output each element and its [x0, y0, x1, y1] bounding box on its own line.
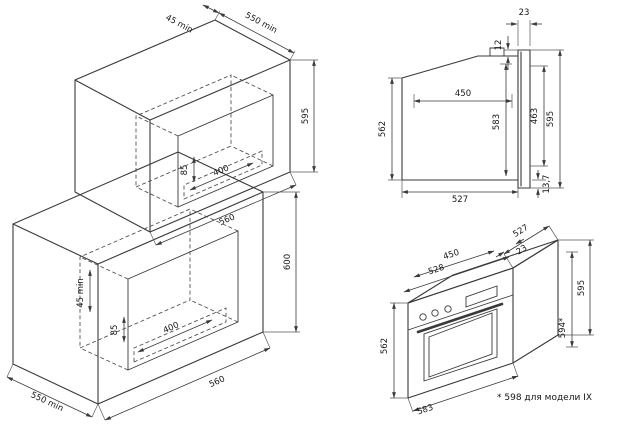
dim-upper-depth-line [218, 12, 295, 54]
upper-niche-height-label: 595 [301, 108, 311, 124]
lower-clearance-label: 45 min [76, 278, 86, 308]
oven-side-section: 23 12 450 583 562 463 595 527 13,7 [378, 8, 564, 205]
cabinet-extension-lines [6, 10, 318, 421]
oven-width-bottom-label: 583 [416, 403, 435, 418]
dim-upper-clearance-line [202, 4, 220, 14]
dim-lower-depth-line [6, 376, 93, 418]
cabinet-cutout-isometric: 45 min 550 min 595 400 85 560 600 45 min… [6, 4, 318, 421]
upper-cabinet-outline [74, 19, 291, 233]
oven-door-window-outer [423, 308, 498, 382]
side-front-height-label: 595 [546, 111, 556, 127]
dim-oven-vent-width-line [413, 250, 495, 278]
dim-upper-cutout-line [189, 162, 254, 191]
oven-door-handle [416, 302, 504, 334]
lower-niche-width-label: 560 [208, 374, 227, 390]
side-body-depth-label: 527 [452, 195, 468, 205]
upper-clearance-label: 45 min [164, 13, 195, 36]
side-back-height-label: 562 [378, 121, 388, 137]
lower-cabinet-outline [12, 151, 264, 405]
lower-cutout-width-label: 400 [162, 320, 181, 336]
dim-lower-cutout-line [137, 319, 213, 353]
dim-oven-top-depth-line [503, 225, 550, 255]
upper-depth-label: 550 min [243, 11, 279, 36]
side-mounting-bracket [489, 47, 505, 57]
side-protrusion-label: 23 [519, 8, 530, 18]
oven-vent-width-label: 450 [442, 248, 461, 263]
side-door-panel [517, 49, 531, 189]
upper-niche-width-label: 560 [218, 212, 237, 228]
dim-oven-width-bottom-line [412, 375, 519, 412]
model-footnote: * 598 для модели IX [497, 393, 592, 403]
lower-inset-label: 85 [110, 325, 120, 336]
dim-lower-width-line [104, 347, 271, 421]
oven-control-panel-line [407, 294, 514, 331]
side-topgap-label: 12 [494, 40, 504, 51]
side-bottomgap-label: 13,7 [542, 175, 552, 194]
oven-top-depth-label: 527 [511, 223, 530, 240]
oven-overhang-label: 23 [515, 243, 529, 257]
lower-cabinet-hidden-edges [79, 208, 239, 371]
side-front-inner-height-label: 463 [530, 108, 540, 124]
oven-height-alt-label: 594* [558, 318, 568, 338]
lower-depth-label: 550 min [29, 390, 65, 414]
dim-upper-width-line [155, 184, 297, 246]
oven-display [465, 285, 498, 308]
lower-niche-height-label: 600 [283, 254, 293, 270]
oven-knob-3 [444, 305, 452, 313]
oven-top-width-label: 528 [427, 263, 446, 278]
oven-height-back-label: 595 [577, 280, 587, 296]
oven-knob-2 [431, 309, 439, 317]
oven-right-face [512, 239, 559, 364]
dim-oven-overhang-arrow-right [515, 238, 525, 245]
oven-height-front-label: 562 [380, 338, 390, 354]
side-inner-depth-label: 450 [455, 89, 471, 99]
upper-inset-label: 85 [180, 165, 190, 176]
oven-knob-1 [419, 313, 427, 321]
oven-door-window-inner [428, 312, 493, 378]
side-inner-height-label: 583 [492, 114, 502, 130]
dim-oven-overhang-arrow-left [495, 251, 505, 258]
oven-isometric: 527 528 450 23 595 594* 562 583 * 598 дл… [380, 223, 594, 418]
